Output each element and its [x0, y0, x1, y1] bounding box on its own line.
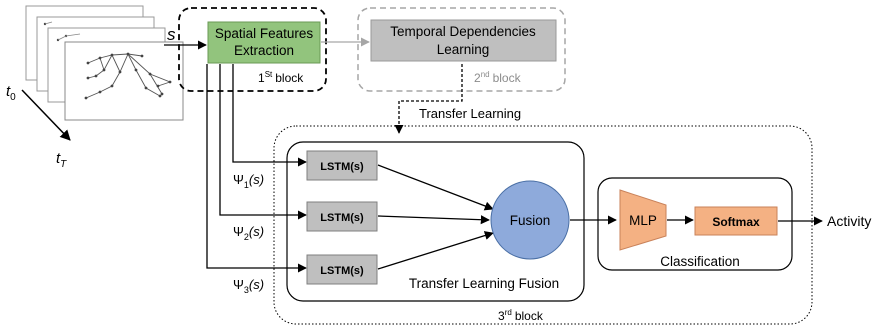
lstm-label-2: LSTM(s): [320, 212, 364, 224]
skeleton-frames: [25, 5, 184, 121]
mlp-label: MLP: [629, 213, 657, 228]
skeleton-frame-4: [64, 41, 184, 121]
activity-label: Activity: [827, 213, 871, 229]
classification-box: [597, 177, 793, 271]
psi3-label: Ψ3(s): [233, 277, 264, 295]
transfer-learning-arrow: [394, 64, 463, 134]
fusion-label: Fusion: [510, 213, 551, 228]
t0-label: t0: [6, 83, 16, 103]
lstm-box-2: [306, 201, 378, 232]
block1-outline: [178, 7, 327, 92]
skeleton-joints: [43, 22, 172, 100]
fusion-node: [490, 180, 570, 260]
psi1-label: Ψ1(s): [233, 172, 264, 190]
transfer-learning-label: Transfer Learning: [419, 106, 521, 121]
psi2-label: Ψ2(s): [233, 224, 264, 242]
lstm-label-1: LSTM(s): [320, 161, 364, 173]
softmax-box: [694, 206, 778, 236]
lstm-to-fusion-arrows: [377, 164, 494, 270]
spatial-features-line2: Extraction: [234, 43, 294, 58]
block3-outline: [273, 125, 813, 325]
tT-label: tT: [56, 150, 67, 170]
fusion-group-box: [286, 141, 585, 302]
lstm-box-3: [306, 254, 378, 285]
spatial-features-box: [207, 21, 321, 64]
psi-branches: [206, 64, 307, 273]
softmax-label: Softmax: [712, 215, 760, 229]
s-label: s: [167, 25, 176, 44]
temporal-dependencies-box: [370, 19, 557, 62]
mlp-block: [619, 189, 667, 251]
lstm-label-3: LSTM(s): [320, 265, 364, 277]
time-axis-arrow: [21, 89, 71, 141]
skeleton-back-lines: [44, 21, 81, 41]
fusion-group-title: Transfer Learning Fusion: [409, 276, 559, 291]
temporal-dependencies-line1: Temporal Dependencies: [390, 24, 536, 39]
temporal-dependencies-line2: Learning: [437, 42, 490, 57]
classification-title: Classification: [660, 254, 740, 269]
spatial-features-line1: Spatial Features: [215, 26, 314, 41]
lstm-box-1: [306, 150, 378, 181]
